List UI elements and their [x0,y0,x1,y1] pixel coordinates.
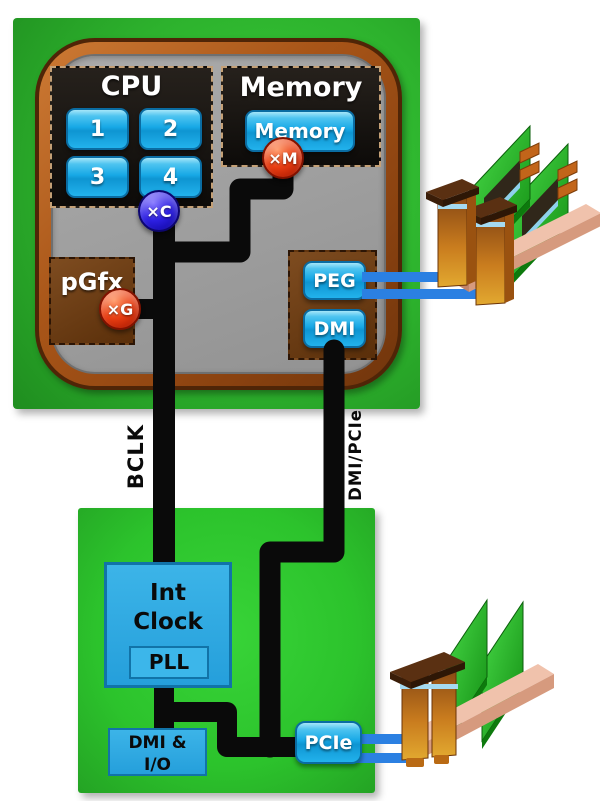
memory-bus-line [153,147,294,263]
int-clock-label-line2: Clock [133,609,203,635]
int-clock-label-line1: Int [150,580,186,606]
xc-badge: ×C [138,190,180,232]
peg-button: PEG [303,261,366,300]
core-button-1: 1 [66,108,129,150]
pcie-card-icon [390,598,554,767]
dmi-pcie-bus-line [259,339,345,758]
dimm-modules-icon [426,124,600,306]
int-clock-box: Int Clock PLL [104,562,232,688]
pcie-button: PCIe [295,721,362,764]
pll-box: PLL [129,646,209,679]
dmi-io-box: DMI & I/O [108,728,207,776]
cpu-title: CPU [100,71,163,102]
memory-title: Memory [239,72,363,103]
core-button-3: 3 [66,156,129,198]
dmi-io-label-line2: I/O [144,755,171,775]
xg-badge: ×G [99,288,141,330]
pll-pcie-line [154,702,315,757]
core-button-2: 2 [139,108,202,150]
xm-badge: ×M [262,137,304,179]
dmi-io-label-line1: DMI & [128,733,187,753]
